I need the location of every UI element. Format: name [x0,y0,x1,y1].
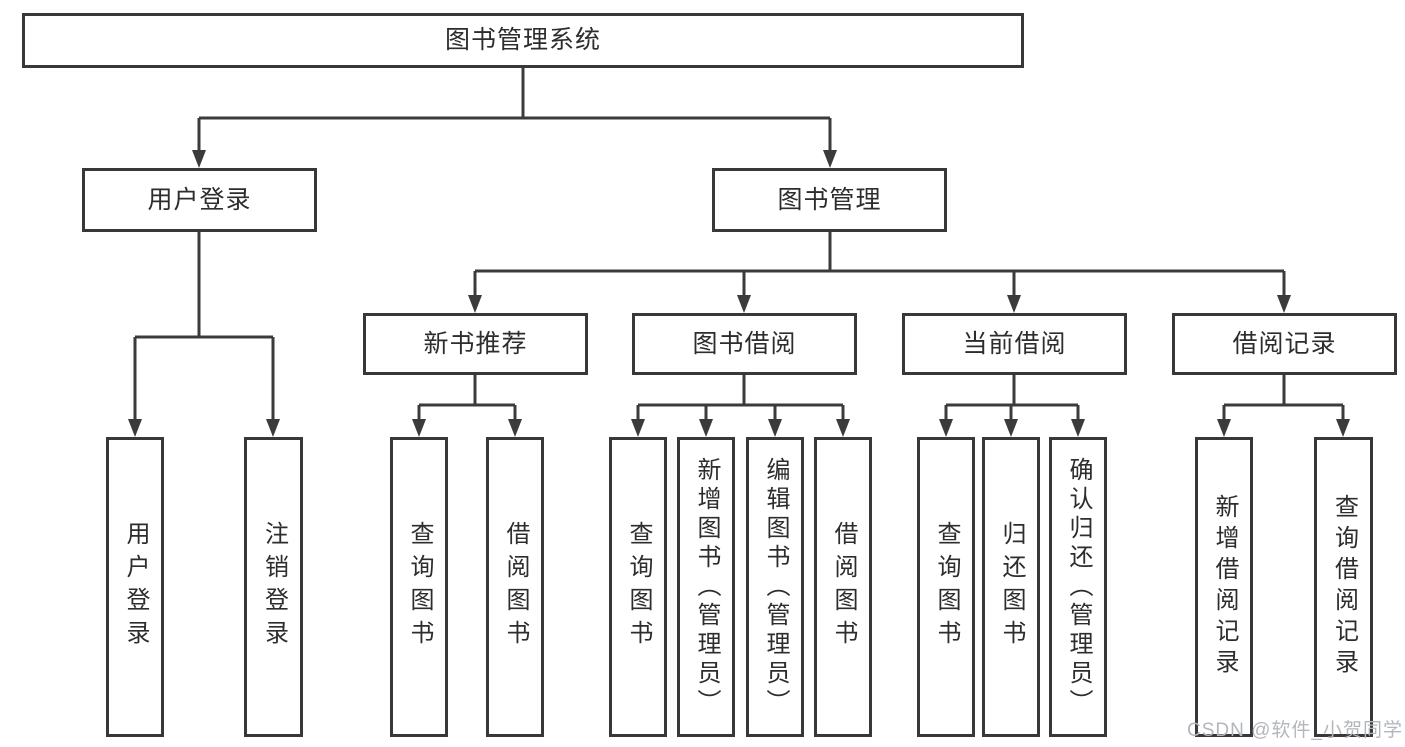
leaf-query-books: 查询图书 [609,437,667,737]
leaf-add-borrow-record-label: 新增借阅记录 [1211,494,1238,680]
leaf-query-books: 查询图书 [390,437,448,737]
leaf-confirm-return-admin-label: 确认归还（管理员） [1065,456,1092,718]
connector-book-borrow [631,375,850,437]
leaf-edit-books-admin: 编辑图书（管理员） [746,437,804,737]
leaf-query-borrow-record-label: 查询借阅记录 [1330,494,1358,680]
leaf-query-borrow-record: 查询借阅记录 [1314,437,1373,737]
leaf-confirm-return-admin: 确认归还（管理员） [1049,437,1107,737]
connector-user-login [128,232,280,437]
connector-new-book-rec [412,375,522,437]
leaf-logout-login: 注销登录 [244,437,303,737]
node-root-label: 图书管理系统 [444,26,601,54]
leaf-borrow-books: 借阅图书 [486,437,544,737]
node-current-borrow-label: 当前借阅 [962,329,1067,358]
node-user-login-label: 用户登录 [147,185,252,214]
csdn-watermark: CSDN @软件_小贺同学 [1187,720,1403,741]
connector-root [192,68,837,168]
connector-borrow-records [1217,375,1350,437]
leaf-query-books-label: 查询图书 [406,521,433,653]
leaf-borrow-books-label: 借阅图书 [830,521,857,653]
leaf-return-books-label: 归还图书 [998,521,1025,653]
node-root: 图书管理系统 [22,13,1024,68]
leaf-logout-login-label: 注销登录 [260,521,288,653]
leaf-add-borrow-record: 新增借阅记录 [1195,437,1253,737]
node-new-book-rec-label: 新书推荐 [423,329,528,358]
leaf-add-books-admin-label: 新增图书（管理员） [693,456,720,718]
leaf-user-login-label: 用户登录 [122,521,149,653]
connector-current-borrow [939,375,1085,437]
node-user-login: 用户登录 [82,168,317,232]
leaf-query-books: 查询图书 [917,437,975,737]
node-borrow-records: 借阅记录 [1172,313,1397,375]
leaf-borrow-books-label: 借阅图书 [502,521,529,653]
leaf-query-books-label: 查询图书 [625,521,652,653]
connector-book-mgmt [468,232,1291,313]
node-book-borrow: 图书借阅 [632,313,857,375]
leaf-add-books-admin: 新增图书（管理员） [677,437,735,737]
node-book-borrow-label: 图书借阅 [692,329,797,358]
leaf-query-books-label: 查询图书 [933,521,960,653]
node-current-borrow: 当前借阅 [902,313,1127,375]
node-book-mgmt: 图书管理 [712,168,947,232]
node-borrow-records-label: 借阅记录 [1232,329,1337,358]
leaf-user-login: 用户登录 [106,437,164,737]
leaf-edit-books-admin-label: 编辑图书（管理员） [762,456,789,718]
node-book-mgmt-label: 图书管理 [777,185,882,214]
leaf-return-books: 归还图书 [982,437,1040,737]
leaf-borrow-books: 借阅图书 [814,437,872,737]
node-new-book-rec: 新书推荐 [363,313,588,375]
